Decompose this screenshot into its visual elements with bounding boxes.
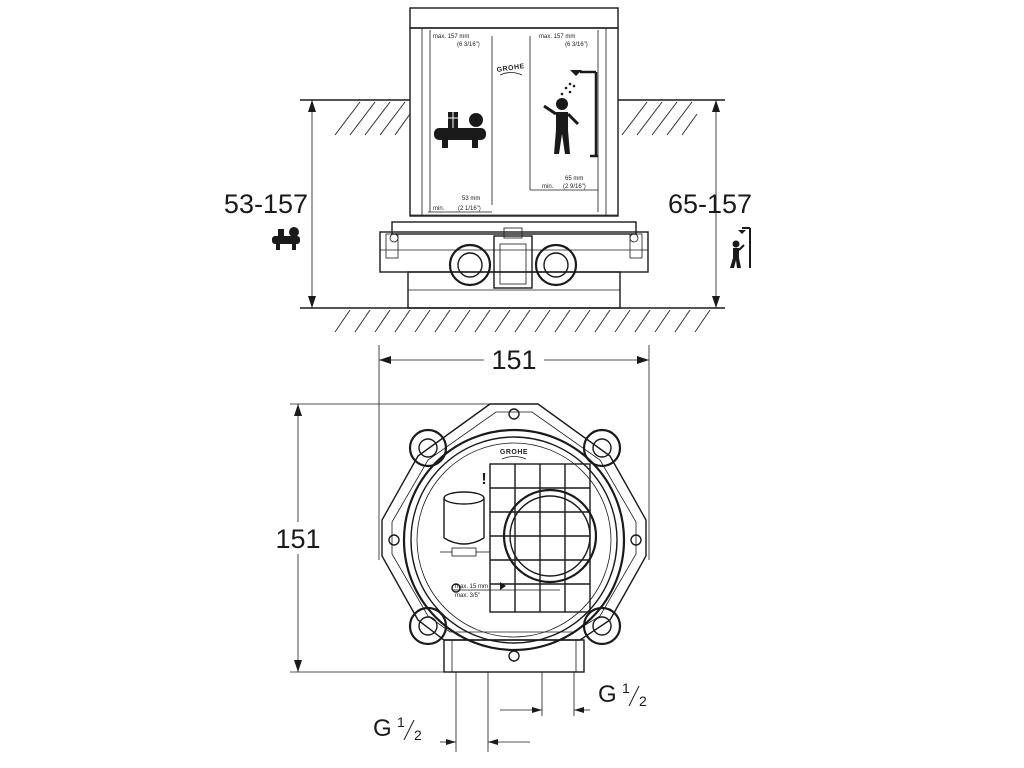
left-height-dimension-line — [308, 100, 316, 308]
base-surface — [300, 307, 725, 333]
left-connection-label: G 1 2 — [373, 714, 422, 743]
round-insert — [502, 488, 598, 584]
shower-icon — [730, 227, 751, 268]
warning-mark: ! — [481, 471, 486, 488]
extension-sleeve — [409, 7, 619, 217]
box-min-right-value: 65 mm — [565, 176, 583, 182]
box-min-left-label: min. — [433, 206, 445, 212]
height-dimension-line — [270, 403, 510, 673]
bathtub-icon — [272, 227, 300, 250]
width-value: 151 — [491, 345, 536, 375]
top-view: 151 151 — [270, 345, 650, 673]
box-min-left-value: 53 mm — [462, 196, 480, 202]
max-label: max. 15 mm — [455, 584, 488, 590]
box-max-left-inch: (6 3/16") — [457, 42, 480, 48]
left-connection-numerator: 1 — [397, 714, 405, 730]
left-height-value: 53-157 — [224, 189, 308, 219]
wall-surface-right — [618, 99, 725, 136]
side-view: 53-157 65-157 — [224, 7, 752, 333]
right-height-value: 65-157 — [668, 189, 752, 219]
box-bathtub-icon — [434, 112, 486, 148]
box-min-right-inch: (2 9/16") — [563, 184, 586, 190]
height-value: 151 — [275, 524, 320, 554]
right-connection-numerator: 1 — [622, 680, 630, 696]
right-height-dimension-line — [712, 100, 720, 308]
box-shower-icon — [543, 70, 598, 158]
round-insert-inner — [509, 495, 591, 577]
wall-surface-left — [300, 99, 411, 136]
right-connection-base: G — [598, 681, 617, 708]
right-connection-denominator: 2 — [639, 693, 647, 709]
valve-body-side — [379, 221, 649, 309]
box-max-left-label: max. 157 mm — [433, 34, 469, 40]
brand-swoosh — [499, 72, 523, 76]
cartridge-icon — [440, 491, 490, 557]
box-min-left-inch: (2 1/16") — [458, 206, 481, 212]
max-label-arrow — [500, 582, 506, 590]
brand-logo-top: GROHE — [500, 449, 528, 456]
right-connection-fraction-bar — [628, 685, 640, 707]
box-max-right-inch: (6 3/16") — [565, 42, 588, 48]
left-connection-base: G — [373, 715, 392, 742]
box-max-right-label: max. 157 mm — [539, 34, 575, 40]
box-min-right-label: min. — [542, 184, 554, 190]
left-connection-fraction-bar — [403, 719, 415, 741]
max-label-inch: max. 3/5" — [455, 593, 480, 599]
brand-logo-box: GROHE — [496, 63, 525, 74]
tile-grid — [489, 463, 591, 613]
brand-swoosh-top — [501, 456, 527, 460]
right-connection-label: G 1 2 — [598, 680, 647, 709]
valve-body-top — [381, 403, 647, 673]
left-connection-denominator: 2 — [414, 727, 422, 743]
connection-dimensions — [440, 672, 590, 752]
width-dimension-line — [378, 345, 650, 560]
